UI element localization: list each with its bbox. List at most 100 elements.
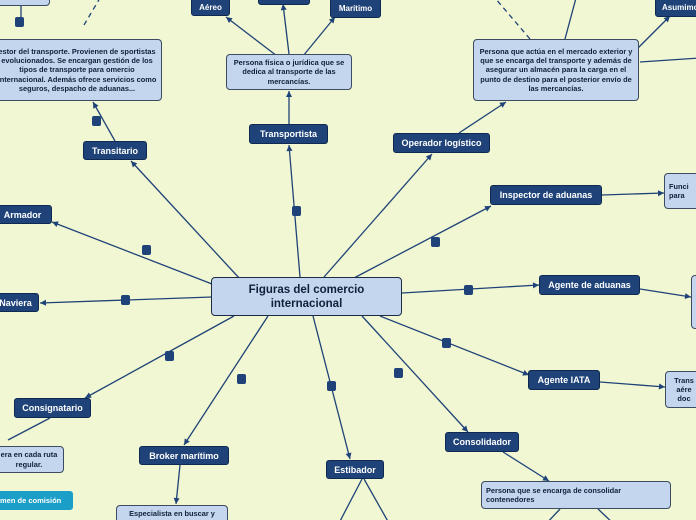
topic-armador-label: Armador: [3, 209, 42, 220]
edge-inspector-aduanas: [353, 205, 492, 279]
edge-armador-arrowhead: [52, 221, 59, 227]
agente-aduanas-note[interactable]: [691, 275, 696, 329]
collapse-handle-naviera[interactable]: [121, 295, 130, 305]
edge-consolidador-down-2: [597, 508, 611, 520]
topic-operador-logistico-label: Operador logístico: [401, 138, 482, 148]
edge-agente-iata-arrowhead: [522, 370, 529, 376]
edge-note-aereo-arrowhead: [226, 17, 233, 24]
collapse-handle-transitario[interactable]: [92, 116, 101, 126]
topic-transportista[interactable]: Transportista: [249, 124, 328, 144]
topic-operador-logistico[interactable]: Operador logístico: [393, 133, 490, 153]
edge-naviera-arrowhead: [40, 299, 47, 306]
topic-consolidador[interactable]: Consolidador: [445, 432, 519, 452]
subtopic-maritimo-label: Marítimo: [338, 3, 373, 13]
topic-inspector-aduanas[interactable]: Inspector de aduanas: [490, 185, 602, 205]
topic-transitario-label: Transitario: [91, 145, 138, 156]
topic-naviera-label: Naviera: [0, 297, 32, 308]
edge-consolidador: [361, 315, 469, 433]
edge-transitario: [130, 160, 241, 280]
collapse-handle-top-left[interactable]: [15, 17, 24, 27]
collapse-handle-inspector-aduanas[interactable]: [431, 237, 440, 247]
subtopic-asumimos[interactable]: Asumimo: [655, 0, 696, 17]
topic-transitario[interactable]: Transitario: [83, 141, 147, 160]
edge-consignatario: [84, 315, 235, 399]
edge-operador-note: [458, 101, 507, 134]
topic-broker-maritimo-label: Broker marítimo: [149, 450, 219, 461]
collapse-handle-consignatario[interactable]: [165, 351, 174, 361]
broker-maritimo-note[interactable]: Especialista en buscar y: [116, 505, 228, 520]
edge-broker-maritimo: [183, 315, 269, 446]
transitario-note[interactable]: estor del transporte. Provienen de sport…: [0, 39, 162, 101]
edge-operador-logistico: [323, 153, 433, 278]
edge-operador-asumimos-arrowhead: [663, 16, 670, 23]
topic-estibador-label: Estibador: [334, 464, 376, 475]
topic-agente-aduanas[interactable]: Agente de aduanas: [539, 275, 640, 295]
topic-armador[interactable]: Armador: [0, 205, 52, 224]
collapse-handle-estibador[interactable]: [327, 381, 336, 391]
collapse-handle-broker-maritimo[interactable]: [237, 374, 246, 384]
comision-label[interactable]: men de comisión: [0, 491, 73, 510]
subtopic-aereo-label: Aéreo: [199, 2, 222, 12]
edge-operador-asumimos: [637, 15, 671, 49]
subtopic-unlabeled[interactable]: [258, 0, 310, 5]
agente-iata-note-text: Trans aére doc: [674, 375, 694, 404]
edge-operador-up: [564, 0, 577, 40]
edge-agente-aduanas-arrowhead: [532, 282, 539, 289]
edge-note-maritimo: [302, 16, 336, 57]
broker-maritimo-note-text: Especialista en buscar y: [129, 509, 215, 518]
agente-iata-note[interactable]: Trans aére doc: [665, 371, 696, 408]
edge-broker-note-arrowhead: [173, 497, 180, 504]
inspector-aduanas-note[interactable]: Funci para: [664, 173, 696, 209]
edge-agente-iata: [379, 315, 530, 376]
topic-inspector-aduanas-label: Inspector de aduanas: [499, 190, 593, 200]
topic-agente-iata[interactable]: Agente IATA: [528, 370, 600, 390]
edge-agente-aduanas-note: [639, 288, 692, 298]
topic-estibador[interactable]: Estibador: [326, 460, 384, 479]
central-topic[interactable]: Figuras del comercio internacional: [211, 277, 402, 316]
edge-top-left-dashed: [83, 0, 100, 26]
consignatario-note[interactable]: era en cada ruta regular.: [0, 446, 64, 473]
subtopic-maritimo[interactable]: Marítimo: [330, 0, 381, 18]
edge-broker-maritimo-arrowhead: [184, 438, 190, 445]
edge-transportista-arrowhead: [286, 145, 293, 152]
top-left-note[interactable]: [0, 0, 50, 6]
collapse-handle-consolidador[interactable]: [394, 368, 403, 378]
collapse-handle-transportista[interactable]: [292, 206, 301, 216]
edge-consolidador-arrowhead: [461, 425, 468, 432]
topic-agente-iata-label: Agente IATA: [537, 375, 591, 385]
topic-broker-maritimo[interactable]: Broker marítimo: [139, 446, 229, 465]
transportista-note[interactable]: Persona física o jurídica que se dedica …: [226, 54, 352, 90]
collapse-handle-armador[interactable]: [142, 245, 151, 255]
subtopic-aereo[interactable]: Aéreo: [191, 0, 230, 16]
comision-label-text: men de comisión: [0, 496, 62, 505]
edge-agente-aduanas-note-arrowhead: [684, 293, 691, 300]
operador-logistico-note[interactable]: Persona que actúa en el mercado exterior…: [473, 39, 639, 101]
topic-consignatario-label: Consignatario: [22, 403, 83, 413]
edge-note-aereo: [225, 16, 278, 57]
edge-consignatario-note: [7, 417, 51, 441]
edge-consolidador-down-1: [548, 508, 561, 520]
topic-consolidador-label: Consolidador: [453, 437, 511, 447]
edge-transitario-arrowhead: [131, 161, 138, 168]
edge-agente-iata-note-arrowhead: [658, 383, 665, 390]
edge-consolidador-note-arrowhead: [542, 475, 549, 481]
transitario-note-text: estor del transporte. Provienen de sport…: [0, 46, 157, 93]
consolidador-note-text: Persona que se encarga de consolidar con…: [486, 485, 622, 504]
edge-operador-logistico-arrowhead: [425, 154, 432, 161]
consolidador-note[interactable]: Persona que se encarga de consolidar con…: [481, 481, 671, 509]
edge-transitario-note: [92, 101, 116, 142]
collapse-handle-agente-iata[interactable]: [442, 338, 451, 348]
edge-estibador-arrowhead: [345, 452, 352, 459]
collapse-handle-agente-aduanas[interactable]: [464, 285, 473, 295]
topic-consignatario[interactable]: Consignatario: [14, 398, 91, 418]
edge-consignatario-arrowhead: [85, 392, 92, 398]
edge-estibador-left: [339, 478, 363, 520]
operador-logistico-note-text: Persona que actúa en el mercado exterior…: [479, 46, 633, 93]
edge-agente-iata-note: [599, 381, 666, 388]
edge-transportista-note-arrowhead: [286, 91, 292, 97]
edge-operador-right-1: [639, 57, 696, 63]
edge-operador-note-arrowhead: [499, 102, 506, 108]
topic-naviera[interactable]: Naviera: [0, 293, 39, 312]
edge-note-maritimo-arrowhead: [328, 17, 335, 24]
